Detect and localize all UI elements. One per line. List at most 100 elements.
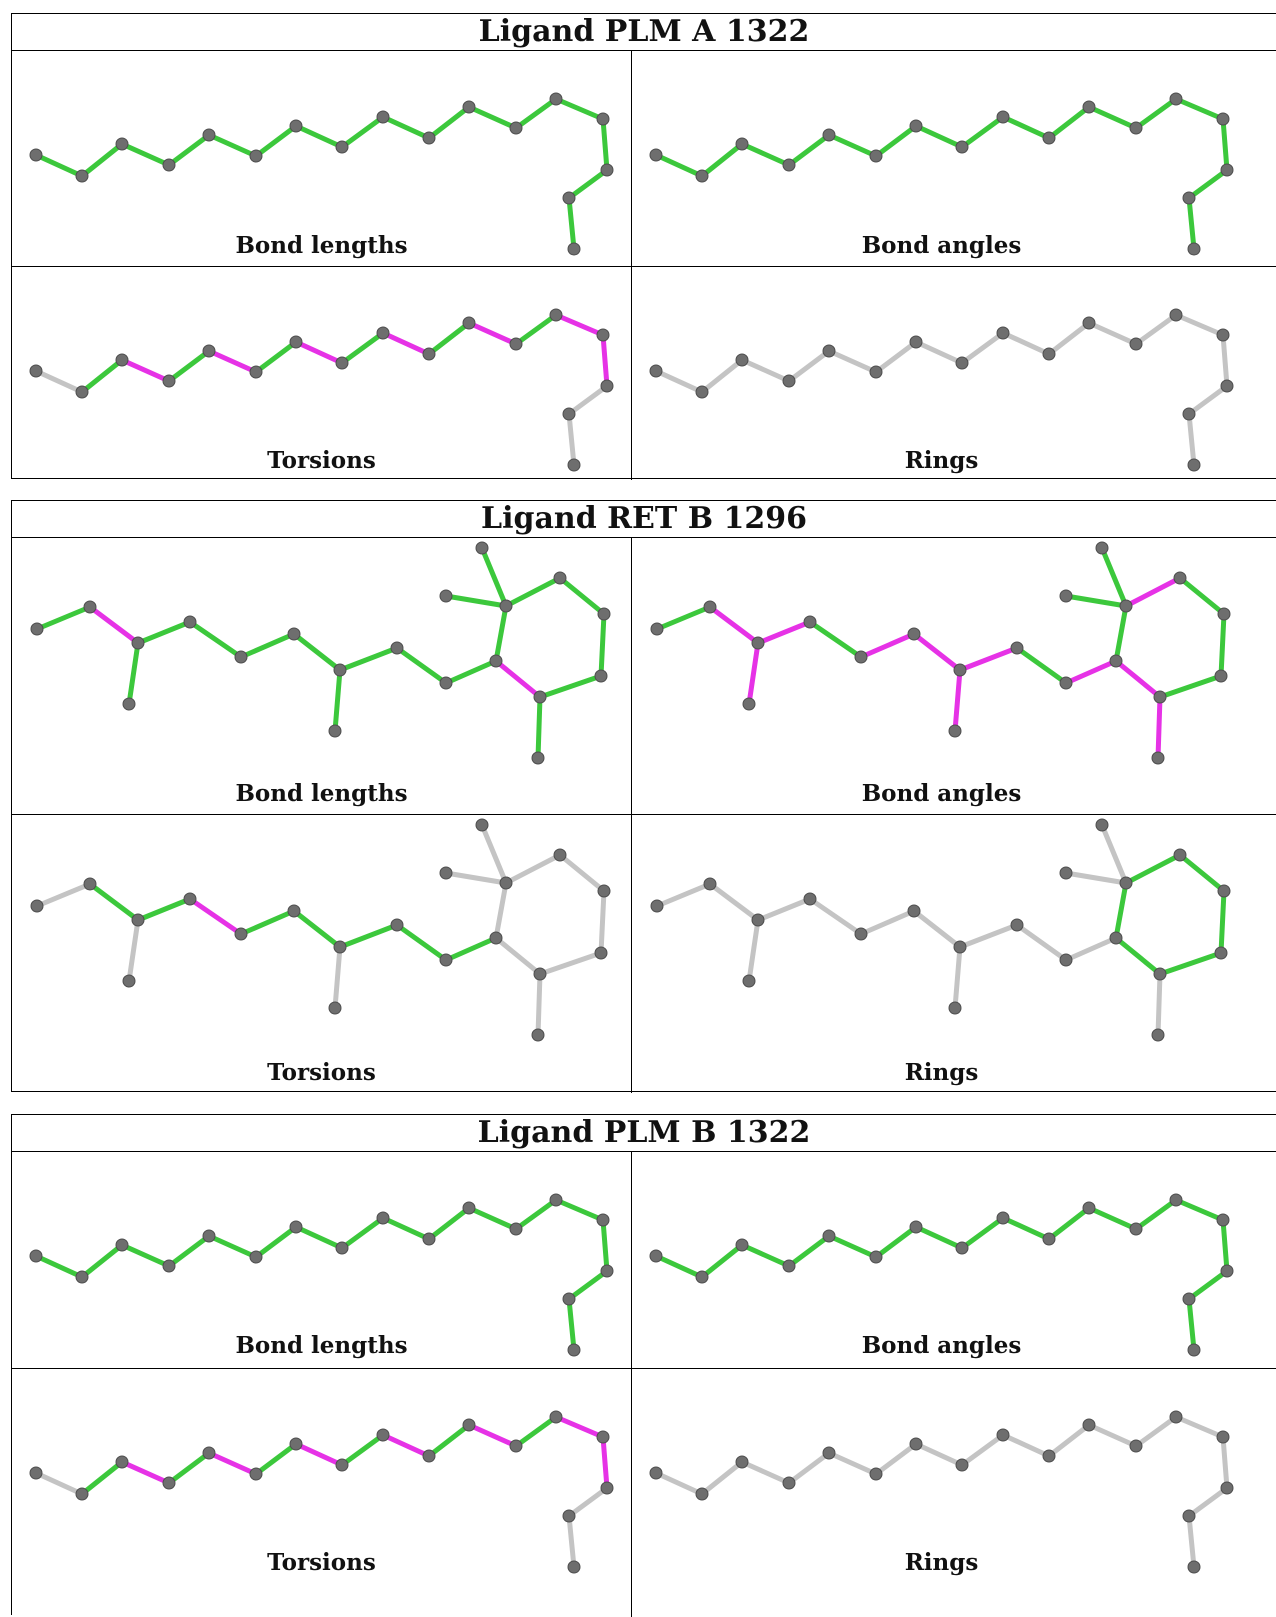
panel-bond-angles: Bond angles (632, 538, 1276, 814)
bond (600, 1434, 610, 1491)
atom (422, 1232, 436, 1246)
bond (238, 631, 297, 660)
bond (1086, 104, 1139, 131)
atom (650, 899, 664, 913)
bond (598, 611, 607, 679)
bond (1046, 104, 1092, 141)
bond (206, 1450, 259, 1477)
bond (653, 1470, 705, 1497)
atom (333, 663, 347, 677)
atom (549, 1410, 563, 1424)
atom (115, 1238, 129, 1252)
panel-rings: Rings (632, 267, 1276, 480)
atom (422, 347, 436, 361)
bond (293, 339, 345, 366)
bond (493, 658, 543, 700)
atom (782, 1259, 796, 1273)
bond (79, 141, 125, 179)
molecule-diagram (30, 541, 611, 765)
bond (291, 631, 343, 673)
atom (287, 904, 301, 918)
bond (119, 357, 172, 384)
atom (475, 541, 489, 555)
atoms (29, 92, 614, 256)
bond (1113, 935, 1163, 977)
molecule-diagram (29, 92, 614, 256)
panel-grid: Bond lengths Bond angles Torsions Rings (12, 51, 1276, 480)
bond (135, 619, 193, 646)
ligand-title: Ligand RET B 1296 (12, 501, 1276, 538)
atom (234, 650, 248, 664)
atom (75, 1487, 89, 1501)
bond (339, 1432, 386, 1468)
bonds (653, 96, 1230, 252)
bond (807, 896, 864, 937)
bond (566, 167, 610, 201)
bond (1113, 603, 1129, 664)
atom (533, 690, 547, 704)
atoms (29, 1193, 614, 1357)
bond (426, 104, 472, 141)
atom (562, 191, 576, 205)
bond (1099, 545, 1129, 609)
atom (439, 866, 453, 880)
atom (475, 818, 489, 832)
atom (1169, 1410, 1183, 1424)
bond (206, 348, 259, 375)
bond (566, 1268, 610, 1302)
atom (597, 607, 611, 621)
bond (786, 1450, 832, 1486)
bond (913, 1224, 965, 1251)
atoms (650, 541, 1231, 765)
bond (1186, 195, 1197, 252)
bond (493, 880, 509, 941)
molecule-diagram (650, 818, 1231, 1042)
atom (594, 946, 608, 960)
atom (162, 1259, 176, 1273)
atom (1169, 92, 1183, 106)
atom (489, 931, 503, 945)
atom (83, 877, 97, 891)
bond (873, 1441, 919, 1477)
bond (443, 658, 499, 686)
bond (952, 944, 963, 1011)
ligand-block: Ligand RET B 1296 Bond lengths Bond angl… (11, 500, 1276, 1093)
atom (596, 328, 610, 342)
bond (1155, 971, 1163, 1038)
atom (1216, 112, 1230, 126)
atom (567, 242, 581, 256)
panel-bond-angles: Bond angles (632, 1152, 1276, 1368)
atom (509, 337, 523, 351)
atom (202, 1229, 216, 1243)
atom (596, 1213, 610, 1227)
panel-label: Rings (904, 1549, 979, 1576)
bond (337, 922, 400, 950)
bond (206, 1233, 259, 1260)
ligand-block: Ligand PLM B 1322 Bond lengths Bond angl… (11, 1114, 1276, 1617)
atom (1187, 1560, 1201, 1574)
bond (466, 1422, 519, 1449)
atom (600, 1264, 614, 1278)
atom (822, 1446, 836, 1460)
bond (553, 312, 606, 338)
bond (1186, 411, 1197, 468)
bond (1220, 332, 1230, 389)
bond (1157, 950, 1224, 977)
atom (1182, 1292, 1196, 1306)
molecule-diagram (649, 1410, 1234, 1574)
atom (376, 326, 390, 340)
bond (1000, 1432, 1052, 1459)
atom (439, 589, 453, 603)
panel-rings: Rings (632, 815, 1276, 1093)
bond (1086, 1205, 1139, 1232)
bond (339, 330, 386, 366)
atom (1129, 121, 1143, 135)
atom (29, 1249, 43, 1263)
bond (293, 1224, 345, 1251)
atom (782, 1476, 796, 1490)
bond (126, 917, 141, 984)
atom (1042, 1232, 1056, 1246)
atom (996, 326, 1010, 340)
bonds (33, 1197, 610, 1353)
bond (119, 141, 172, 168)
